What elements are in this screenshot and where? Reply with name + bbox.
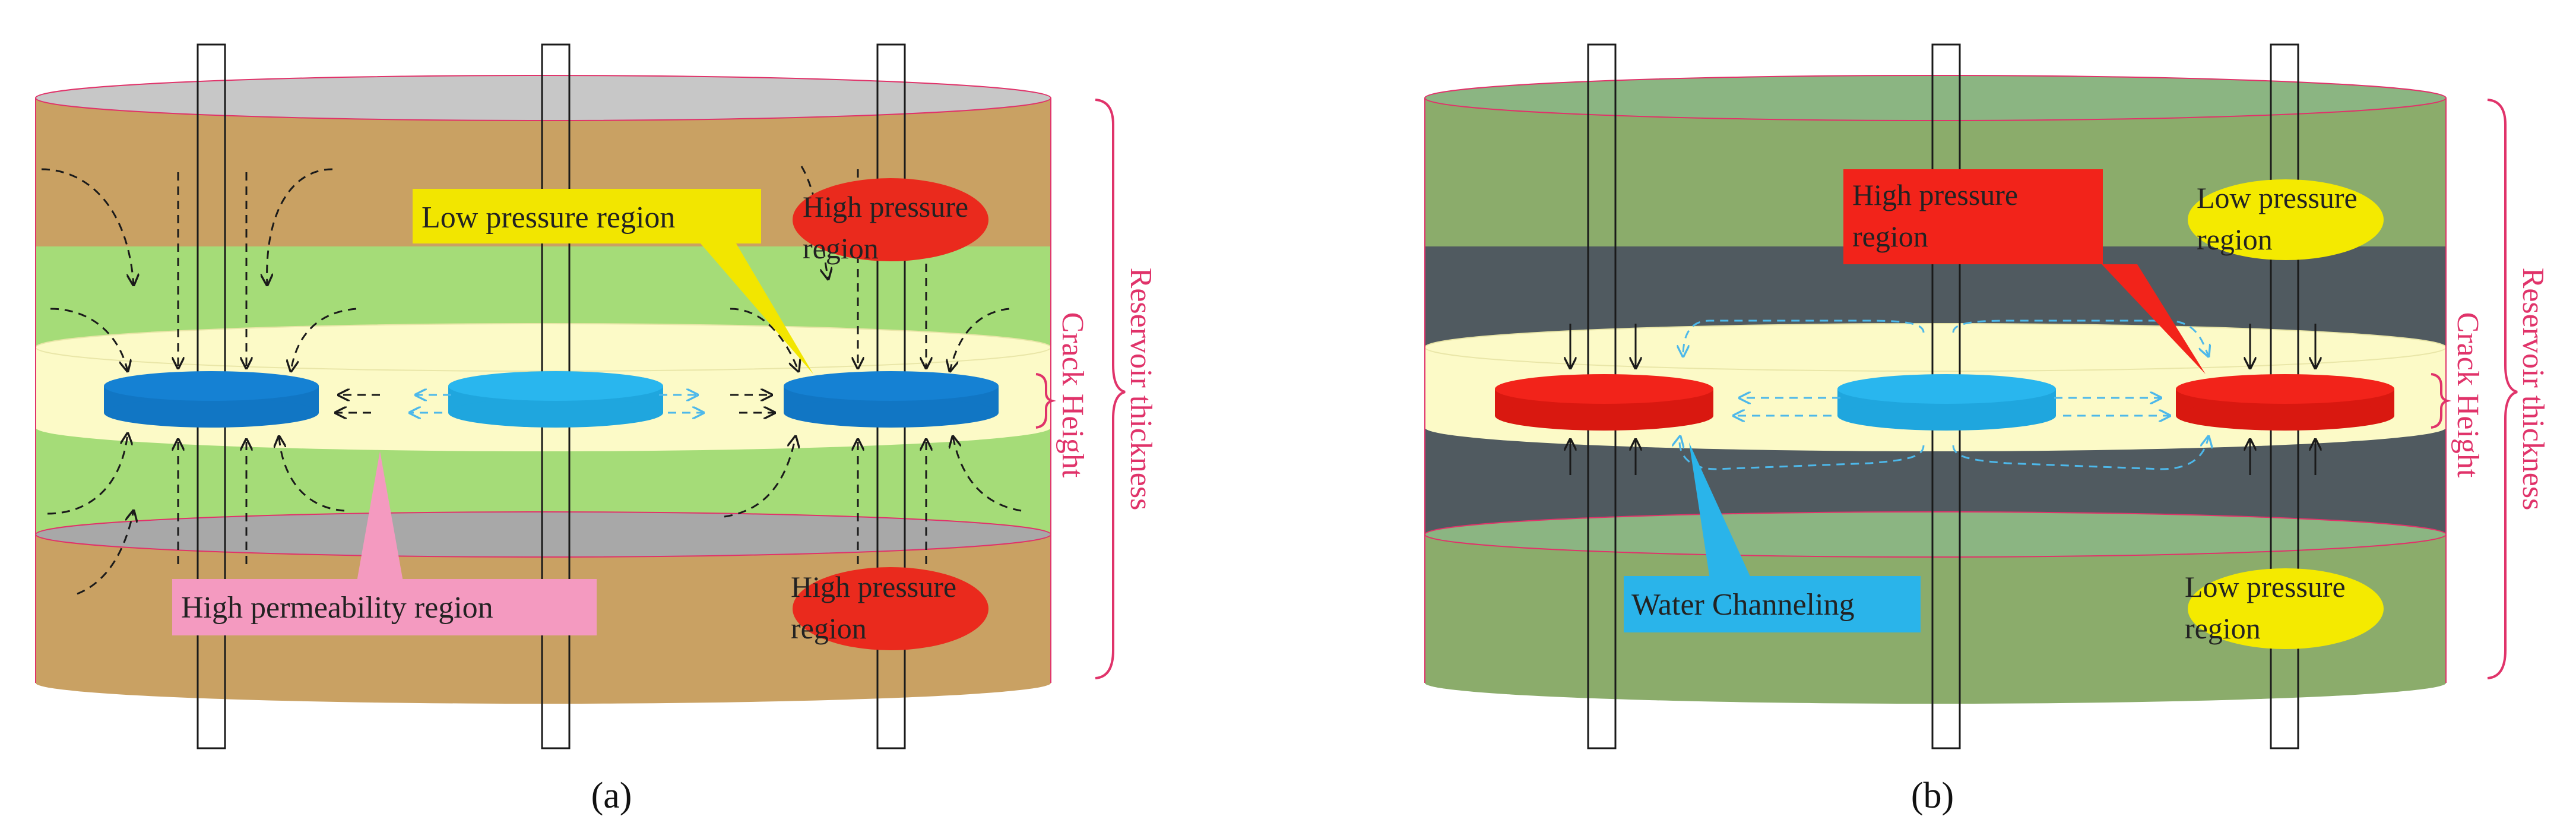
outline-a — [35, 98, 1051, 683]
low-pressure-callout-a: Low pressure region — [413, 189, 813, 374]
high-permeability-label-a: High permeability region — [181, 591, 493, 625]
reservoir-bottom-b — [1425, 683, 2446, 704]
black-flow-arrows-b — [1570, 324, 2315, 475]
pressure-regions-b: Low pressure region Low pressure region — [2185, 179, 2384, 649]
disk-b-left — [1495, 374, 1713, 431]
upper-layer-a — [36, 246, 1051, 347]
disks-b — [1495, 374, 2394, 431]
water-channeling-label-b: Water Channeling — [1631, 588, 1855, 622]
disks-a — [104, 371, 999, 428]
lower-layer-b — [1425, 428, 2446, 534]
callout-pointer-red — [2102, 264, 2206, 374]
lower-layer-a — [36, 428, 1051, 534]
high-permeability-callout-a: High permeability region — [172, 451, 597, 635]
high-pressure-label-top-a-line1: High pressure — [803, 190, 968, 223]
dimension-annotations-a: Reservoir thickness Crack Height — [1035, 99, 1158, 679]
low-pressure-label-top-b-line1: Low pressure — [2197, 181, 2358, 214]
reservoir-thickness-bracket-a — [1095, 99, 1126, 679]
high-pressure-label-bottom-a-line2: region — [791, 612, 867, 645]
high-pressure-ellipse-top-a — [793, 178, 988, 261]
blue-flow-arrows-b — [1680, 319, 2209, 470]
bottom-plane-a — [35, 511, 1051, 558]
crack-height-bracket-a — [1035, 373, 1056, 429]
outline-b — [1424, 98, 2447, 683]
disk-a-left — [104, 371, 319, 428]
blue-flow-arrows-a — [410, 395, 704, 413]
callout-box-pink — [172, 579, 597, 635]
reservoir-top-b — [1424, 75, 2447, 121]
caption-b: (b) — [1911, 776, 1954, 816]
high-pressure-label-top-a-line2: region — [803, 232, 879, 265]
callout-box-red — [1843, 169, 2103, 264]
panel-a: High pressure region High pressure regio… — [35, 43, 1158, 816]
low-pressure-label-a: Low pressure region — [422, 201, 675, 235]
crack-height-bracket-b — [2431, 373, 2451, 429]
low-pressure-ellipse-bottom-b — [2188, 568, 2384, 649]
caption-a: (a) — [591, 776, 632, 816]
crack-height-label-a: Crack Height — [1056, 312, 1089, 478]
panel-b: Low pressure region Low pressure region … — [1424, 43, 2550, 816]
callout-pointer-pink — [356, 451, 404, 585]
reservoir-top-a — [35, 75, 1051, 121]
low-pressure-label-bottom-b-line2: region — [2185, 612, 2261, 645]
high-pressure-label-bottom-a-line1: High pressure — [791, 570, 956, 603]
low-pressure-label-bottom-b-line1: Low pressure — [2185, 570, 2346, 603]
high-pressure-ellipse-bottom-a — [793, 567, 988, 650]
bottom-plane-b — [1424, 511, 2447, 558]
low-pressure-label-top-b-line2: region — [2197, 223, 2273, 256]
reservoir-thickness-bracket-b — [2487, 99, 2518, 679]
callout-pointer-yellow — [701, 243, 813, 374]
low-pressure-ellipse-top-b — [2188, 179, 2384, 260]
upper-layer-b — [1425, 246, 2446, 347]
high-pressure-label-b-line1: High pressure — [1852, 178, 2018, 211]
reservoir-thickness-label-a: Reservoir thickness — [1124, 268, 1158, 511]
reservoir-thickness-label-b: Reservoir thickness — [2516, 268, 2550, 511]
callout-box-cyan — [1624, 576, 1921, 632]
callout-pointer-cyan — [1689, 442, 1751, 579]
disk-a-right — [784, 371, 999, 428]
pressure-regions-a: High pressure region High pressure regio… — [791, 178, 988, 650]
flow-arrows-b — [1570, 319, 2315, 475]
crack-height-label-b: Crack Height — [2451, 312, 2485, 478]
disk-b-right — [2176, 374, 2394, 431]
high-pressure-callout-b: High pressure region — [1843, 169, 2206, 374]
disk-b-center — [1837, 374, 2056, 431]
water-channeling-callout-b: Water Channeling — [1624, 442, 1921, 632]
callout-box-yellow — [413, 189, 761, 243]
dimension-annotations-b: Reservoir thickness Crack Height — [2431, 99, 2550, 679]
reservoir-bottom-a — [36, 683, 1051, 704]
high-pressure-label-b-line2: region — [1852, 220, 1928, 253]
disk-a-center — [448, 371, 663, 428]
